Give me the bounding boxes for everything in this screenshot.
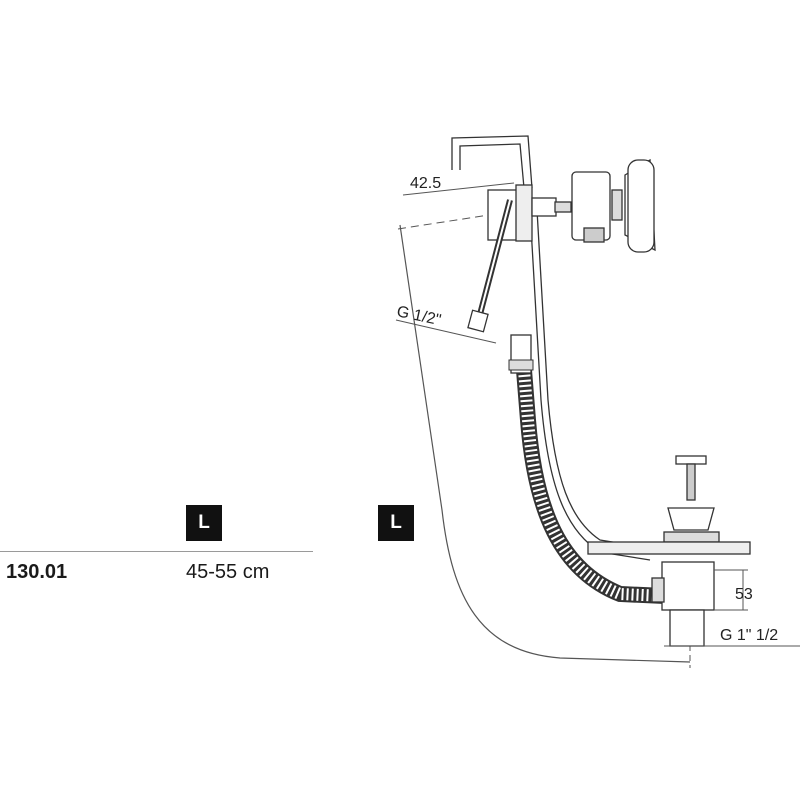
dim-height-label: 53	[735, 586, 753, 603]
waste-plug	[587, 455, 751, 647]
filler-knob	[571, 158, 656, 253]
bathtub-outline	[399, 224, 691, 663]
dim-width-label: 42.5	[410, 175, 441, 192]
product-code: 130.01	[6, 561, 68, 583]
table-divider	[0, 551, 313, 552]
flexible-hose	[514, 344, 666, 604]
size-badge-drawing: L	[378, 505, 414, 541]
dimension-lines	[395, 182, 800, 647]
length-range: 45-55 cm	[186, 561, 270, 583]
dim-outlet-thread-label: G 1" 1/2	[720, 627, 778, 644]
size-badge-table: L	[186, 505, 222, 541]
